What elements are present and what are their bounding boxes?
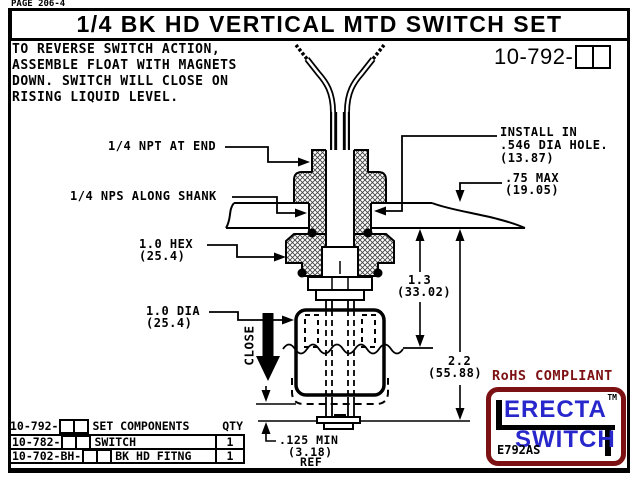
dim-22: 2.2: [448, 354, 472, 368]
close-direction-arrow: [256, 313, 280, 381]
header-desc: SET COMPONENTS: [92, 419, 190, 433]
trademark-symbol: TM: [607, 393, 617, 402]
erecta-switch-logo: ERECTA TM SWITCH E792AS: [486, 387, 626, 466]
title-bar: 1/4 BK HD VERTICAL MTD SWITCH SET: [9, 8, 630, 41]
note-line: DOWN. SWITCH WILL CLOSE ON: [12, 74, 229, 89]
page-number-label: PAGE 206-4: [11, 0, 66, 9]
logo-underline: [496, 425, 615, 430]
arrowheads: [261, 157, 465, 434]
min-gap-mm: (3.18): [288, 445, 333, 459]
header-part-prefix: 10-792-: [10, 419, 59, 433]
blank-suffix-boxes: [61, 434, 92, 450]
components-table: 10-792- SET COMPONENTS QTY 10-782- SWITCH …: [8, 418, 245, 464]
dia-callout-mm: (25.4): [146, 316, 193, 330]
close-label: CLOSE: [241, 325, 257, 366]
max-thickness-mm: (19.05): [505, 183, 560, 197]
row-desc: SWITCH: [94, 435, 137, 449]
rohs-compliant-label: RoHS COMPLIANT: [492, 368, 613, 384]
float-lower-position-ghost: [291, 378, 389, 405]
page-border-right: [627, 8, 630, 473]
table-row: 10-782- SWITCH 1: [8, 434, 245, 450]
min-gap-ref: REF: [300, 455, 323, 469]
liquid-level-line: [282, 343, 433, 355]
dim-13-mm: (33.02): [397, 285, 452, 299]
part-number-prefix: 10-792-: [494, 44, 574, 69]
part-number: 10-792-: [494, 44, 611, 70]
lead-wires: [294, 43, 386, 150]
reverse-action-note: TO REVERSE SWITCH ACTION, ASSEMBLE FLOAT…: [12, 42, 237, 106]
max-thickness-callout: .75 MAX: [505, 171, 560, 185]
npt-callout: 1/4 NPT AT END: [108, 139, 217, 153]
logo-part-code: E792AS: [497, 443, 541, 457]
logo-left-bar: [496, 400, 502, 426]
dim-22-mm: (55.88): [428, 366, 483, 380]
page-border-left: [8, 8, 11, 473]
hex-callout-mm: (25.4): [139, 249, 186, 263]
row-part-cell: 10-702-BH- BK HD FITNG: [10, 448, 215, 464]
blank-suffix-boxes: [59, 418, 90, 434]
install-callout: INSTALL IN .546 DIA HOLE. (13.87): [500, 126, 608, 165]
row-part-prefix: 10-702-BH-: [12, 449, 82, 463]
row-part-prefix: 10-782-: [12, 435, 61, 449]
logo-text-erecta: ERECTA: [504, 396, 607, 423]
table-row: 10-702-BH- BK HD FITNG 1: [8, 448, 245, 464]
blank-suffix-box: [73, 418, 90, 434]
hex-callout: 1.0 HEX: [139, 237, 194, 251]
note-line: TO REVERSE SWITCH ACTION,: [12, 42, 221, 57]
blank-suffix-boxes: [82, 448, 113, 464]
nps-callout: 1/4 NPS ALONG SHANK: [70, 189, 217, 203]
logo-right-bar: [605, 425, 611, 456]
install-line: .546 DIA HOLE.: [500, 138, 609, 152]
page-title: 1/4 BK HD VERTICAL MTD SWITCH SET: [76, 11, 563, 37]
row-qty-cell: 1: [215, 435, 243, 449]
page-border-bottom: [8, 468, 630, 473]
dimension-lines: [256, 240, 470, 442]
table-header-row: 10-792- SET COMPONENTS QTY: [8, 418, 245, 434]
blank-suffix-boxes: [575, 45, 611, 69]
blank-suffix-box: [96, 448, 113, 464]
mounting-panel: [225, 202, 526, 229]
leader-lines: [207, 135, 502, 321]
note-line: ASSEMBLE FLOAT WITH MAGNETS: [12, 58, 237, 73]
header-qty: QTY: [222, 419, 243, 433]
install-line: INSTALL IN: [500, 125, 578, 139]
fitting-body: [285, 149, 395, 310]
row-qty-cell: 1: [215, 449, 243, 463]
float: [291, 308, 389, 430]
min-gap-callout: .125 MIN: [279, 433, 339, 447]
note-line: RISING LIQUID LEVEL.: [12, 90, 179, 105]
logo-text-switch: SWITCH: [515, 426, 616, 453]
row-desc: BK HD FITNG: [115, 449, 192, 463]
dia-callout: 1.0 DIA: [146, 304, 201, 318]
dim-13: 1.3: [408, 273, 432, 287]
blank-suffix-box: [591, 45, 611, 69]
row-part-cell: 10-782- SWITCH: [10, 434, 215, 450]
install-line: (13.87): [500, 151, 555, 165]
blank-suffix-box: [75, 434, 92, 450]
